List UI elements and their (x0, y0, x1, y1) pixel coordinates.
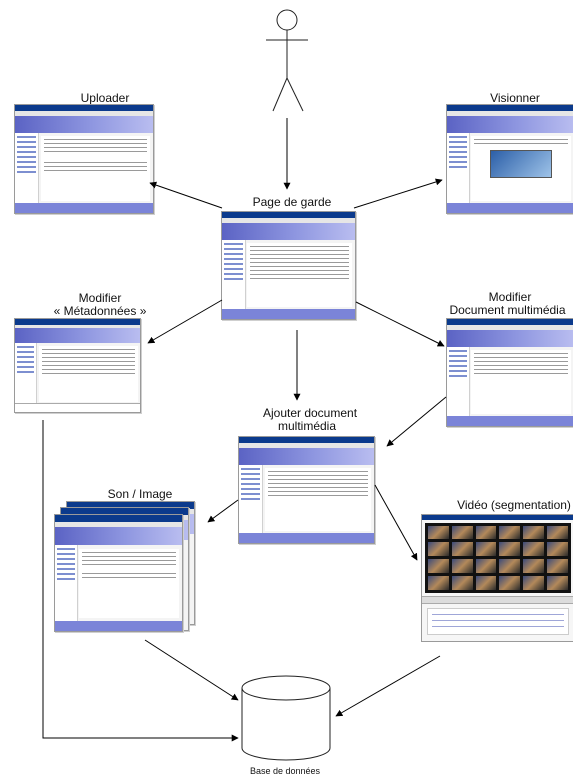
base-de-donnees-label: Base de données (249, 766, 321, 776)
uploader-label: Uploader (80, 91, 130, 105)
video-segmentation-screenshot (421, 514, 573, 642)
modifier-metadonnees-label-line1: Modifier (78, 291, 122, 305)
visionner-screenshot (446, 104, 573, 214)
modifier-document-label-line2: Document multimédia (449, 303, 566, 317)
uploader-screenshot (14, 104, 154, 214)
visionner-label: Visionner (490, 91, 540, 105)
ajouter-document-screenshot (238, 436, 375, 544)
modifier-metadonnees-screenshot (14, 318, 141, 413)
modifier-document-screenshot (446, 318, 573, 427)
page-de-garde-screenshot (221, 211, 356, 320)
video-segmentation-label: Vidéo (segmentation) (457, 498, 571, 512)
son-image-label: Son / Image (107, 487, 173, 501)
modifier-metadonnees-label-line2: « Métadonnées » (53, 304, 147, 318)
son-image-screenshot (54, 514, 183, 632)
ajouter-document-label-line1: Ajouter document (262, 406, 358, 420)
modifier-document-label-line1: Modifier (488, 290, 532, 304)
video-player-thumbnail (490, 150, 553, 179)
page-de-garde-label: Page de garde (252, 195, 332, 209)
ajouter-document-label-line2: multimédia (277, 419, 337, 433)
